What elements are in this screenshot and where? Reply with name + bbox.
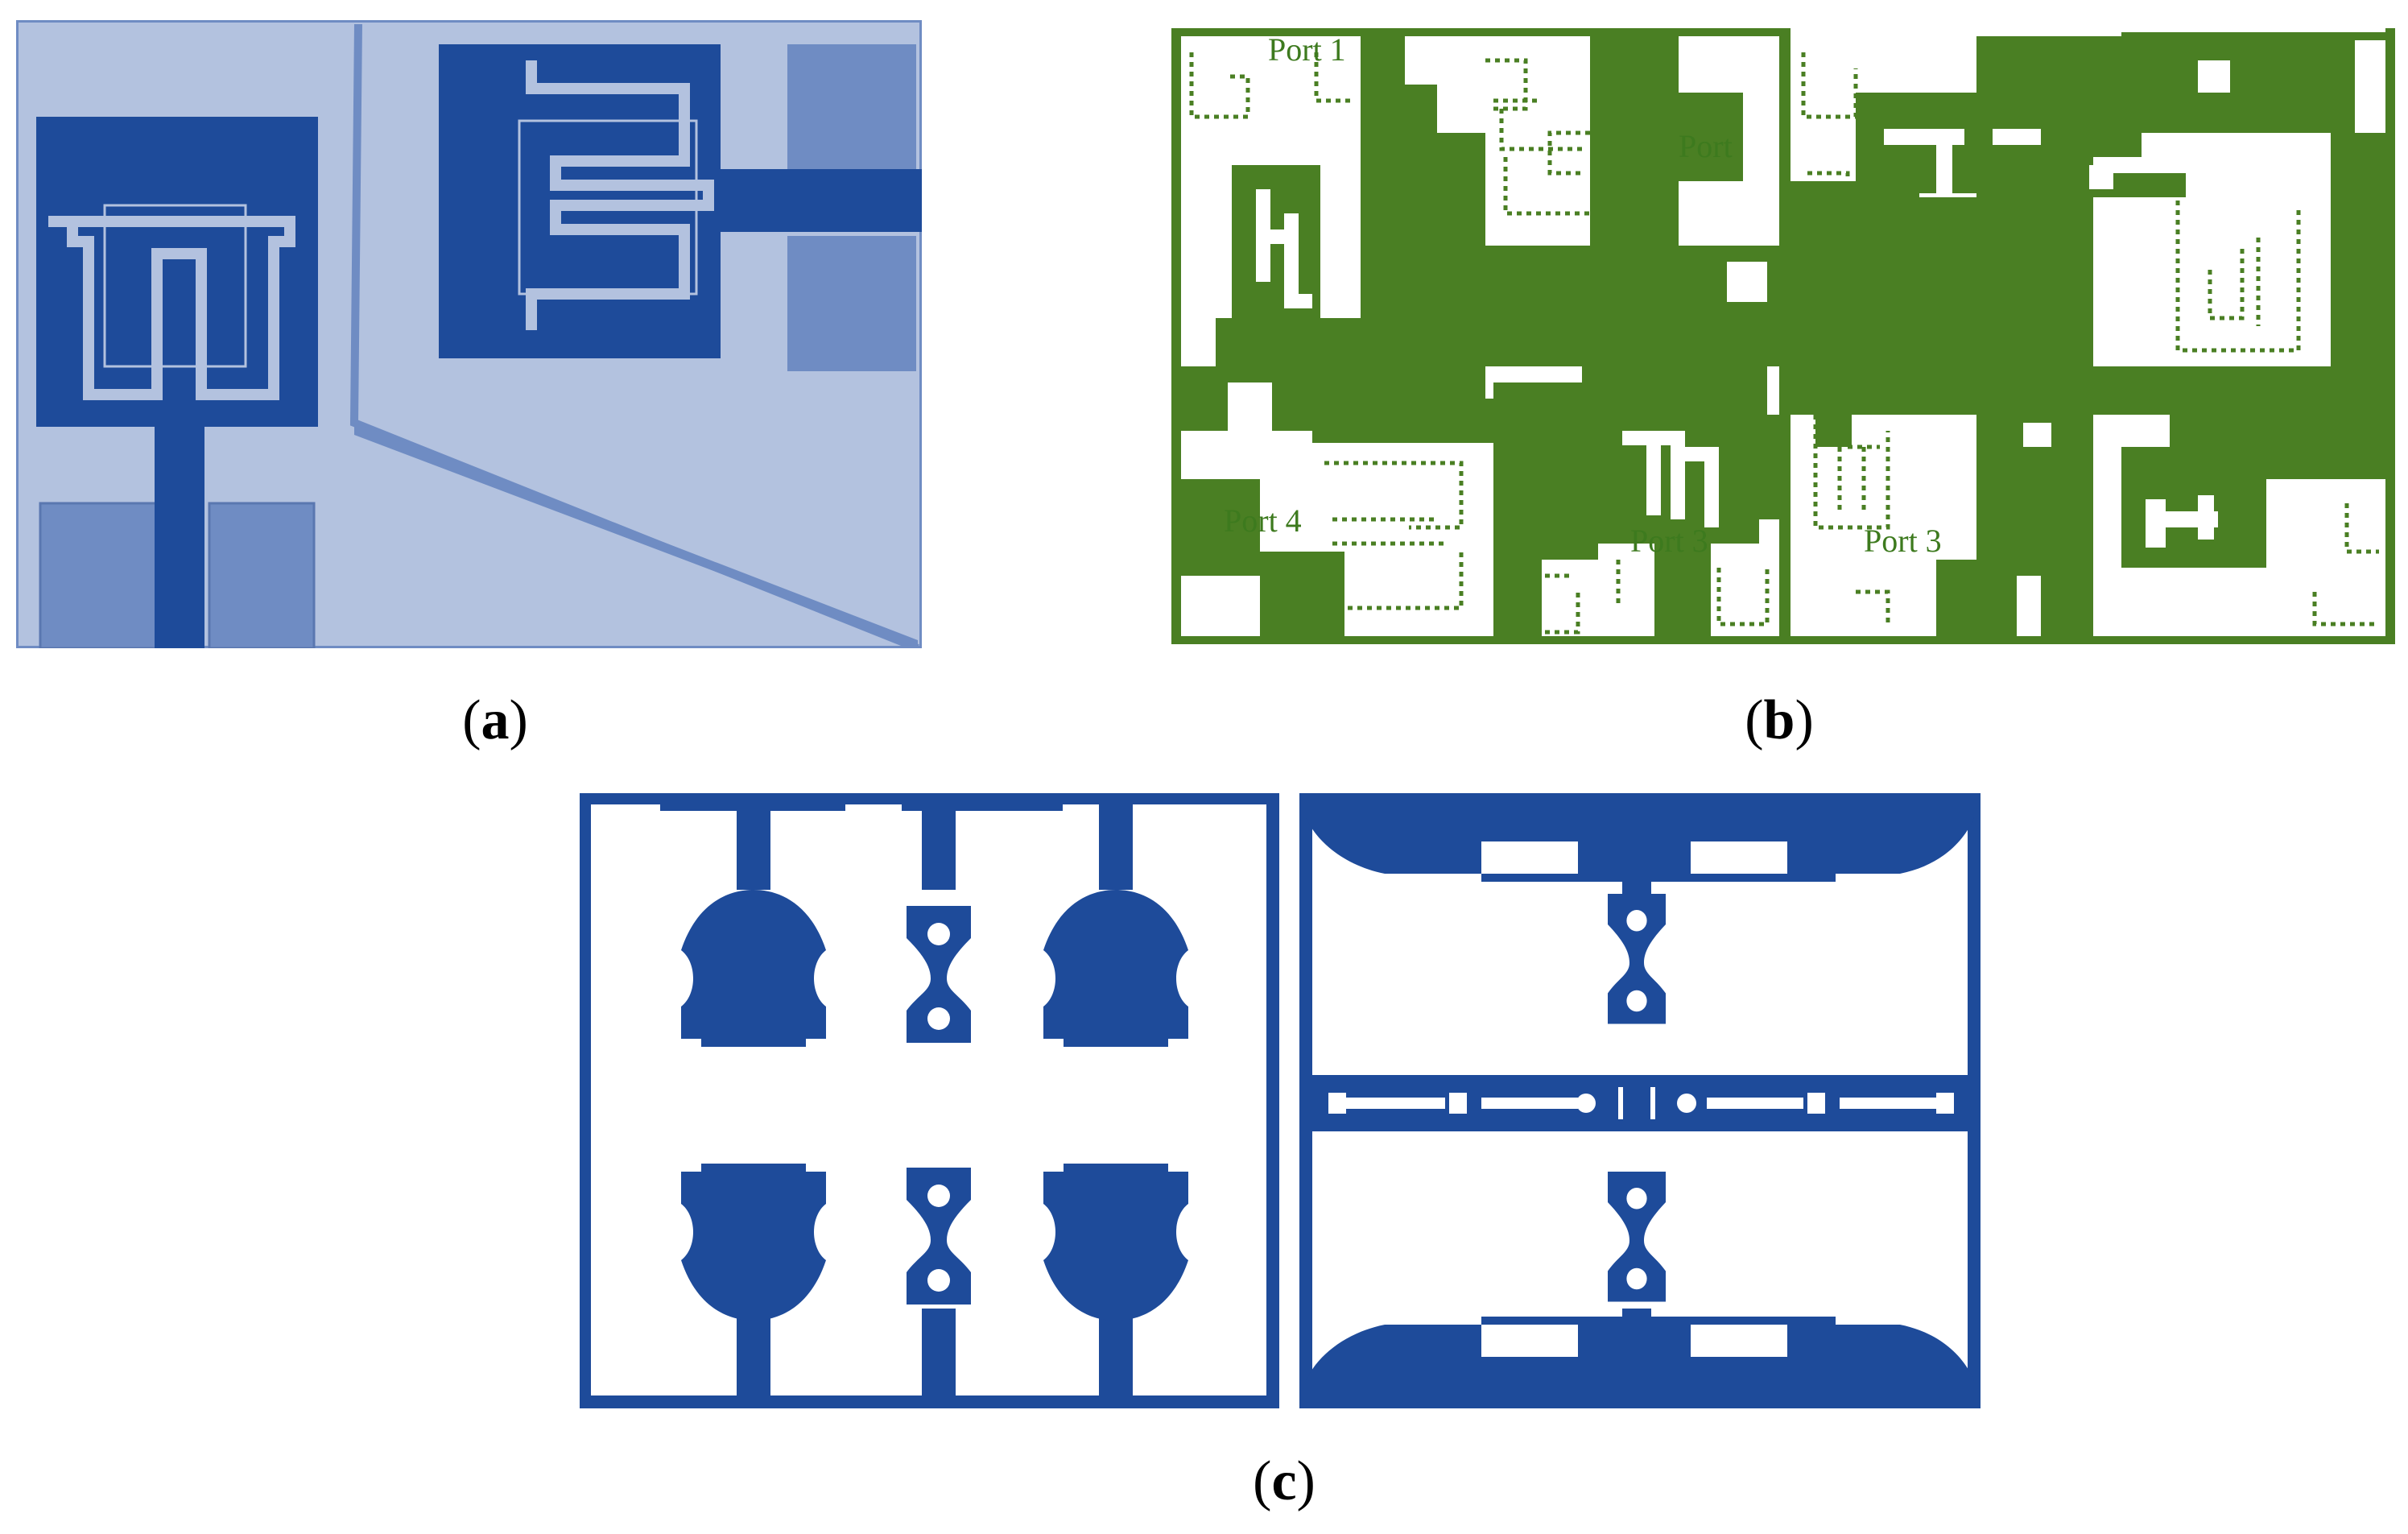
- panel-c-bell-bottom-right: [1043, 1152, 1188, 1321]
- panel-a: [16, 20, 922, 648]
- panel-c-right-bottom-notch-1: [1481, 1325, 1578, 1357]
- panel-c-feed-4: [737, 1309, 770, 1397]
- panel-b-right-slots: [1832, 60, 2230, 616]
- panel-c-right-port-square-2: [1449, 1093, 1467, 1114]
- panel-c-feed-2: [922, 801, 956, 890]
- panel-c-left-layout: [580, 793, 1279, 1408]
- panel-c-bell-top-right: [1043, 890, 1188, 1059]
- panel-c-right-top-notch-1: [1481, 841, 1578, 874]
- panel-b-left-slots: [1228, 189, 1767, 527]
- panel-b-port-label-5: Port 3: [1864, 523, 1942, 559]
- panel-a-feedline-right: [708, 169, 922, 232]
- panel-a-pad-right: [208, 502, 316, 648]
- panel-c-right-port-square-4: [1936, 1093, 1954, 1114]
- panel-c-letter: c: [1271, 1450, 1297, 1512]
- panel-a-feedline-bottom: [155, 423, 204, 648]
- panel-c-right-port-square-1: [1328, 1093, 1346, 1114]
- panel-a-inner-slot-right: [518, 119, 698, 296]
- panel-a-letter: a: [481, 689, 510, 751]
- panel-c-right-bottom-notch-2: [1691, 1325, 1787, 1357]
- panel-c: [580, 793, 1981, 1413]
- panel-a-wedge: [354, 423, 918, 648]
- panel-b-port-label-4: Port 3: [1630, 523, 1708, 559]
- panel-c-layout: [580, 793, 1981, 1408]
- panel-b-layout: Port 1 Port Port 4 Port 3 Port 3: [1171, 28, 2395, 644]
- panel-c-bell-bottom-left: [681, 1152, 826, 1321]
- panel-a-caption: (a): [462, 689, 528, 751]
- panel-a-pad-left: [39, 502, 159, 648]
- panel-a-inner-slot-left: [103, 204, 247, 368]
- panel-a-slot-right: [526, 60, 714, 330]
- panel-a-pad-top-right: [787, 44, 916, 173]
- panel-c-feed-3: [1099, 801, 1133, 890]
- panel-c-right-hole-2: [1677, 1094, 1696, 1113]
- panel-b: Port 1 Port Port 4 Port 3 Port 3: [1171, 28, 2395, 644]
- panel-b-port-label-3: Port 4: [1224, 502, 1302, 539]
- panel-c-right-layout: [1299, 793, 1981, 1408]
- panel-b-right-traces: [1801, 52, 2379, 626]
- panel-a-pad-bottom-right: [787, 236, 916, 371]
- panel-c-right-hline-slot-1: [1344, 1098, 1445, 1109]
- panel-c-feed-6: [1099, 1309, 1133, 1397]
- panel-a-layout: [16, 20, 922, 648]
- panel-c-feed-1: [737, 801, 770, 890]
- panel-c-right-port-square-3: [1807, 1093, 1825, 1114]
- panel-b-port-label-2: Port: [1679, 128, 1733, 164]
- panel-b-port-label-1: Port 1: [1268, 31, 1346, 68]
- panel-c-right-top-notch-2: [1691, 841, 1787, 874]
- panel-b-letter: b: [1763, 689, 1795, 751]
- panel-c-right-center-mark-2: [1650, 1087, 1655, 1119]
- panel-c-feed-5: [922, 1309, 956, 1397]
- panel-c-caption: (c): [1253, 1450, 1316, 1512]
- panel-c-right-feed-bottom: [1622, 1309, 1651, 1381]
- panel-c-right-feed-top: [1622, 825, 1651, 898]
- panel-b-right-metal: [1791, 36, 2394, 636]
- panel-b-left-traces: [1189, 52, 1770, 635]
- panel-c-bell-top-left: [681, 890, 826, 1059]
- panel-a-slot-left: [48, 216, 295, 400]
- panel-c-right-hline-slot-4: [1840, 1098, 1940, 1109]
- panel-c-right-hline-slot-2: [1481, 1098, 1578, 1109]
- panel-b-caption: (b): [1745, 689, 1814, 751]
- panel-c-right-hole-1: [1576, 1094, 1596, 1113]
- panel-c-right-hline-slot-3: [1707, 1098, 1803, 1109]
- panel-c-right-center-mark-1: [1618, 1087, 1623, 1119]
